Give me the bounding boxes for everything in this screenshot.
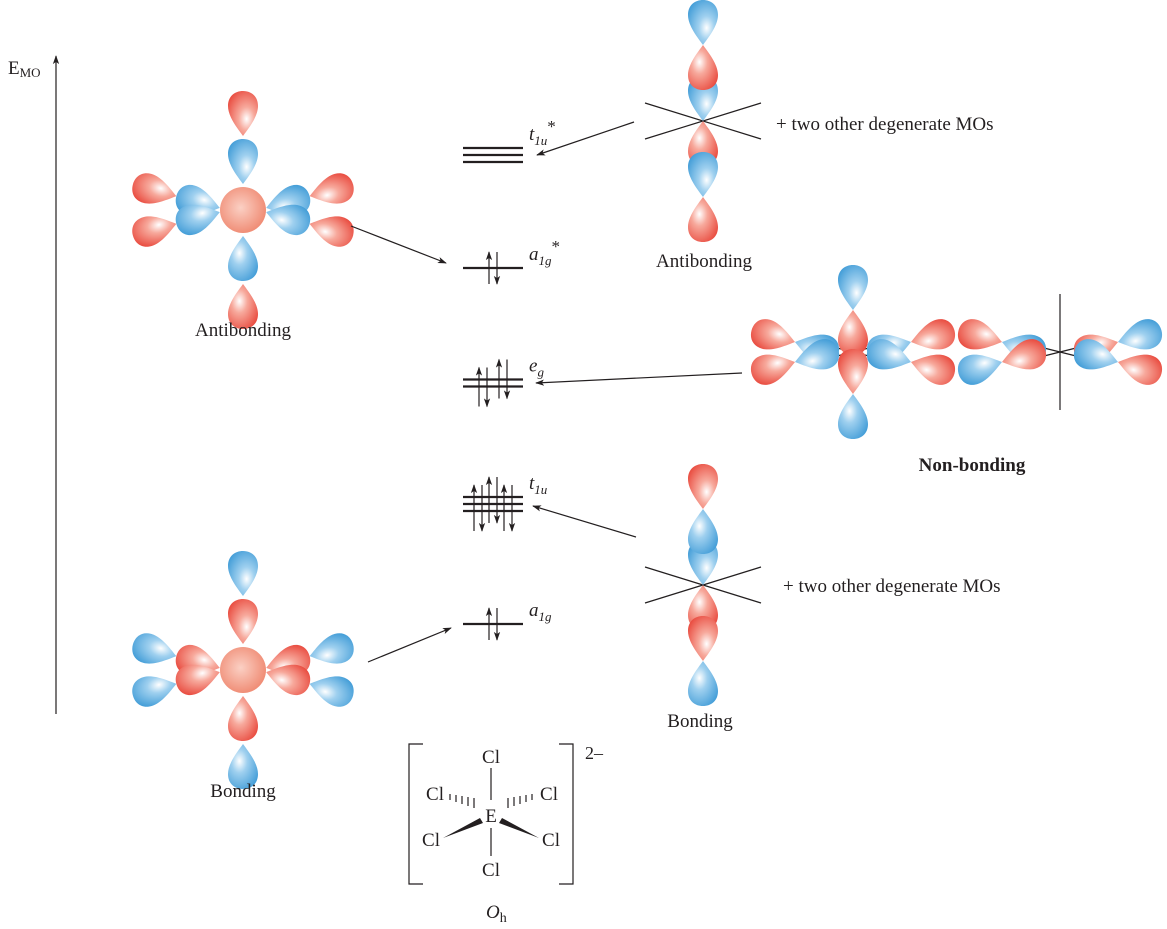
level-eg: eg [463, 356, 544, 408]
a1g-orbital-picture [129, 551, 357, 789]
lobe [907, 347, 959, 389]
outer-lobe-upper-left [129, 170, 181, 211]
right-bonding-label: Bonding [667, 711, 733, 732]
lobe [747, 347, 799, 389]
level-t1u_star: t1u* [463, 117, 556, 164]
ligand-lobe-lower-inner [688, 616, 718, 661]
left-antibonding-label: Antibonding [195, 320, 292, 341]
inner-lobe-bottom [228, 236, 258, 281]
lobe [1114, 315, 1166, 357]
outer-lobe-lower-right [305, 669, 357, 710]
lobe [954, 347, 1006, 389]
lobe [838, 265, 868, 310]
outer-lobe-top [228, 551, 258, 596]
central-s-orbital [220, 647, 266, 693]
inner-lobe-top [228, 139, 258, 184]
ligand-lobe-lower-outer [688, 661, 718, 706]
t1u-star-orbital-picture [644, 0, 762, 242]
lobe [907, 315, 959, 357]
level-label-t1u: t1u [529, 473, 548, 497]
level-a1g: a1g [463, 600, 552, 641]
ligand-lobe-upper-outer [688, 0, 718, 45]
lobe [747, 315, 799, 357]
hashed-bond-left [449, 794, 475, 808]
inner-lobe-bottom [228, 696, 258, 741]
outer-lobe-upper-right [305, 630, 357, 671]
lobe [838, 310, 868, 355]
outer-lobe-upper-right [305, 170, 357, 211]
energy-levels: t1u* a1g* eg t1u a1g [463, 117, 560, 641]
right-antibonding-label: Antibonding [656, 251, 753, 272]
arrow-a1g-star [350, 225, 447, 264]
hashed-bond-right [507, 794, 533, 808]
central-s-orbital [220, 187, 266, 233]
outer-lobe-lower-left [129, 209, 181, 250]
a1g-star-orbital-picture [129, 91, 357, 329]
degenerate-note-bottom: + two other degenerate MOs [783, 576, 1001, 597]
point-group: Oh [486, 902, 507, 926]
eg-orbital-pictures [747, 265, 1166, 439]
inner-lobe-top [228, 599, 258, 644]
level-label-a1g_star: a1g* [529, 237, 560, 268]
degenerate-note-top: + two other degenerate MOs [776, 114, 994, 135]
level-label-a1g: a1g [529, 600, 552, 624]
outer-lobe-top [228, 91, 258, 136]
ligand-front-right: Cl [542, 830, 560, 851]
arrow-a1g [367, 627, 452, 663]
ecl6-structure: 2– E Cl Cl Cl Cl Cl Cl Oh [408, 743, 604, 926]
ligand-back-left: Cl [426, 784, 444, 805]
left-bracket [408, 743, 423, 885]
central-atom: E [485, 806, 497, 827]
lobe [954, 315, 1006, 357]
ligand-lobe-upper-inner [688, 45, 718, 90]
ligand-top: Cl [482, 747, 500, 768]
lobe [838, 394, 868, 439]
level-a1g_star: a1g* [463, 237, 560, 285]
connector-arrows [350, 121, 743, 663]
level-label-t1u_star: t1u* [529, 117, 556, 148]
right-bracket [559, 743, 574, 885]
level-t1u: t1u [463, 473, 548, 532]
level-label-eg: eg [529, 356, 544, 380]
left-bonding-label: Bonding [210, 781, 276, 802]
ligand-back-right: Cl [540, 784, 558, 805]
lobe [838, 349, 868, 394]
energy-axis-label: EMO [8, 58, 41, 80]
outer-lobe-upper-left [129, 630, 181, 671]
ligand-lobe-upper-inner [688, 509, 718, 554]
wedge-bond-left [443, 818, 483, 838]
wedge-bond-right [499, 818, 539, 838]
charge: 2– [585, 743, 604, 763]
nonbonding-label: Non-bonding [919, 455, 1026, 476]
arrow-t1u-star [536, 121, 635, 156]
arrow-t1u [532, 505, 637, 538]
ligand-lobe-lower-outer [688, 197, 718, 242]
energy-axis: EMO [8, 55, 60, 714]
lobe [1114, 347, 1166, 389]
ligand-lobe-lower-inner [688, 152, 718, 197]
t1u-orbital-picture [644, 464, 762, 706]
outer-lobe-lower-left [129, 669, 181, 710]
arrow-eg [535, 372, 743, 386]
ligand-front-left: Cl [422, 830, 440, 851]
outer-lobe-lower-right [305, 209, 357, 250]
ligand-lobe-upper-outer [688, 464, 718, 509]
ligand-bottom: Cl [482, 860, 500, 881]
